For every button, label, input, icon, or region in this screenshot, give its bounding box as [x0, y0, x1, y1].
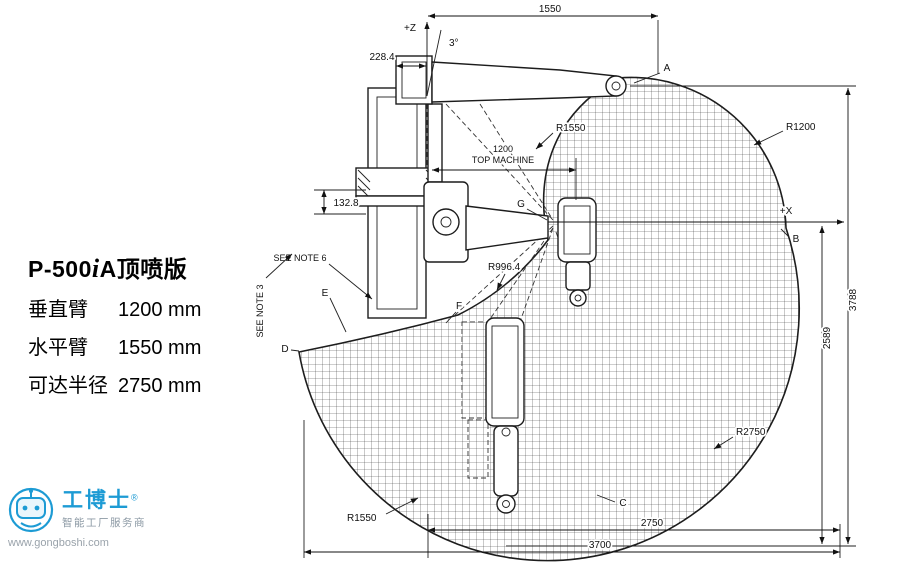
dim-below-axis-height: 2589 [822, 326, 833, 349]
radius-labels: R1550 R1200 R996.4 R2750 R1550 [345, 120, 817, 526]
forearm-link [465, 205, 549, 251]
wrist-down-lower [493, 425, 519, 497]
radius-wrist-top: R1550 [556, 123, 586, 134]
spec-value: 1550 mm [118, 337, 202, 359]
gongboshi-logo: 工博士® 智能工厂服务商 www.gongboshi.com [6, 483, 186, 549]
robot-wrist-down [485, 317, 525, 514]
spec-horizontal-arm: 水平臂 1550 mm [28, 331, 201, 360]
registered-mark: ® [131, 492, 138, 503]
model-variant: 顶喷版 [116, 256, 188, 282]
spec-reach-radius: 可达半径 2750 mm [28, 369, 201, 398]
point-labels: A B C D E F G [280, 61, 802, 511]
note-6: SEE NOTE 6 [273, 253, 326, 263]
spec-value: 1200 mm [118, 299, 202, 321]
wrist-right-tool-joint [569, 289, 587, 307]
axis-x-label: +X [780, 206, 793, 217]
axis-z-label: +Z [404, 23, 416, 34]
spec-panel: P-500iA顶喷版 垂直臂 1200 mm 水平臂 1550 mm 可达半径 275… [28, 250, 201, 398]
point-b: B [793, 234, 800, 245]
dim-total-height: 3788 [848, 288, 859, 311]
point-d: D [281, 344, 288, 355]
logo-tagline: 智能工厂服务商 [62, 517, 146, 530]
radius-upper-right: R1200 [786, 122, 816, 133]
radius-bottom-left: R1550 [347, 513, 377, 524]
robot-gearbox [423, 181, 549, 263]
mascot-icon [8, 487, 54, 533]
point-e: E [322, 288, 329, 299]
dim-top-machine-value: 1200 [493, 144, 513, 154]
point-a: A [664, 63, 671, 74]
logo-name: 工博士 [62, 489, 131, 512]
note-3: SEE NOTE 3 [255, 284, 265, 337]
point-c: C [619, 498, 626, 509]
dim-reach-right: 2750 [641, 518, 664, 529]
dimension-lines: 1550 +Z 3° 228.4 1200 TOP MACHINE 132.8 [303, 2, 861, 558]
spec-value: 2750 mm [118, 375, 202, 397]
spec-label: 水平臂 [28, 337, 88, 359]
dim-top-span: 1550 [539, 4, 562, 15]
spec-label: 垂直臂 [28, 299, 88, 321]
radius-outer: R2750 [736, 427, 766, 438]
logo-website: www.gongboshi.com [8, 537, 109, 549]
horizontal-arm [431, 61, 617, 103]
dim-top-machine-label: TOP MACHINE [472, 155, 534, 165]
robot-wrist-right [557, 197, 597, 307]
radius-inner: R996.4 [488, 262, 521, 273]
spec-vertical-arm: 垂直臂 1200 mm [28, 293, 201, 322]
point-f: F [456, 301, 462, 312]
construction-lines [426, 96, 579, 479]
dim-tilt-angle: 3° [449, 38, 459, 49]
note-labels: SEE NOTE 6 SEE NOTE 3 [253, 251, 373, 339]
gearbox-joint [432, 208, 460, 236]
point-g: G [517, 199, 525, 210]
dim-flange-height: 132.8 [333, 198, 358, 209]
model-prefix: P-500 [28, 256, 92, 282]
model-title: P-500iA顶喷版 [28, 250, 201, 284]
wrist-right-lower [565, 261, 591, 291]
spec-label: 可达半径 [28, 375, 108, 397]
model-suffix: A [99, 256, 117, 282]
robot-top-arm [395, 55, 627, 105]
model-i: i [91, 254, 100, 283]
dim-arm-offset: 228.4 [369, 52, 394, 63]
arm-tip-joint [605, 75, 627, 97]
dim-total-width: 3700 [589, 540, 612, 551]
wrist-down-tool-joint [496, 494, 516, 514]
